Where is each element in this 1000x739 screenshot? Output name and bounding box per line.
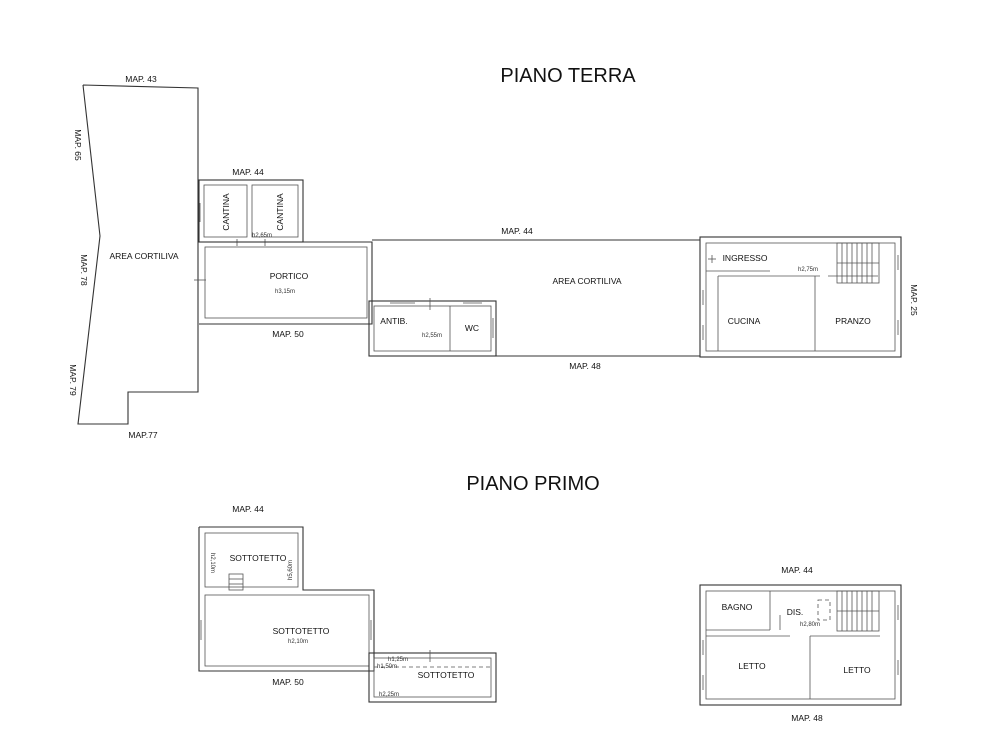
antib-wc-block xyxy=(368,298,497,357)
label-map-43: MAP. 43 xyxy=(125,74,157,84)
height-dis: h2,80m xyxy=(800,622,820,628)
room-bagno: BAGNO xyxy=(722,602,753,612)
label-map-44-long: MAP. 44 xyxy=(501,226,533,236)
label-map-44-first-left: MAP. 44 xyxy=(232,504,264,514)
attic-left-block xyxy=(198,526,375,672)
title-piano-terra: PIANO TERRA xyxy=(500,65,636,87)
room-ingresso: INGRESSO xyxy=(723,253,768,263)
height-sottotetto-vert-2: h5,60m xyxy=(288,560,294,580)
room-cantina-1: CANTINA xyxy=(221,193,231,231)
label-map-50-ground: MAP. 50 xyxy=(272,329,304,339)
room-letto-2: LETTO xyxy=(843,665,871,675)
room-letto-1: LETTO xyxy=(738,661,766,671)
room-sottotetto-top: SOTTOTETTO xyxy=(230,553,287,563)
room-antib: ANTIB. xyxy=(380,316,407,326)
house-ground-block xyxy=(699,236,902,358)
height-150: h1,50m xyxy=(377,664,397,670)
label-map-79: MAP. 79 xyxy=(68,364,78,396)
area-cortiliva-center-boundary xyxy=(372,239,700,357)
title-piano-primo: PIANO PRIMO xyxy=(466,473,599,495)
room-pranzo: PRANZO xyxy=(835,316,871,326)
label-map-44-cantine: MAP. 44 xyxy=(232,167,264,177)
room-portico: PORTICO xyxy=(270,271,309,281)
room-wc: WC xyxy=(465,323,479,333)
height-ingresso: h2,75m xyxy=(798,267,818,273)
attic-small-block xyxy=(368,650,497,703)
room-cucina: CUCINA xyxy=(728,316,761,326)
label-map-65: MAP. 65 xyxy=(73,129,83,161)
label-map-25: MAP. 25 xyxy=(909,284,919,316)
height-sottotetto-main: h2,10m xyxy=(288,639,308,645)
label-map-77: MAP.77 xyxy=(128,430,157,440)
room-area-cortiliva-center: AREA CORTILIVA xyxy=(552,276,621,286)
label-map-48-first: MAP. 48 xyxy=(791,713,823,723)
label-map-78: MAP. 78 xyxy=(79,254,89,286)
stair-ground xyxy=(836,242,880,284)
room-cantina-2: CANTINA xyxy=(275,193,285,231)
height-portico: h3,15m xyxy=(275,289,295,295)
portico-block xyxy=(199,241,373,325)
label-map-50-first: MAP. 50 xyxy=(272,677,304,687)
area-cortiliva-left-boundary xyxy=(77,84,199,425)
height-sottotetto-vert-1: h2,10m xyxy=(209,553,215,573)
label-map-48-ground: MAP. 48 xyxy=(569,361,601,371)
height-225: h2,25m xyxy=(379,692,399,698)
height-cantina: h2,65m xyxy=(252,233,272,239)
room-dis: DIS. xyxy=(787,607,804,617)
label-map-44-first-right: MAP. 44 xyxy=(781,565,813,575)
room-sottotetto-small: SOTTOTETTO xyxy=(418,670,475,680)
house-first-block xyxy=(699,584,902,706)
room-area-cortiliva-left: AREA CORTILIVA xyxy=(109,251,178,261)
height-antib: h2,55m xyxy=(422,333,442,339)
stair-first xyxy=(836,590,880,632)
height-125: h1,25m xyxy=(388,657,408,663)
room-sottotetto-main: SOTTOTETTO xyxy=(273,626,330,636)
